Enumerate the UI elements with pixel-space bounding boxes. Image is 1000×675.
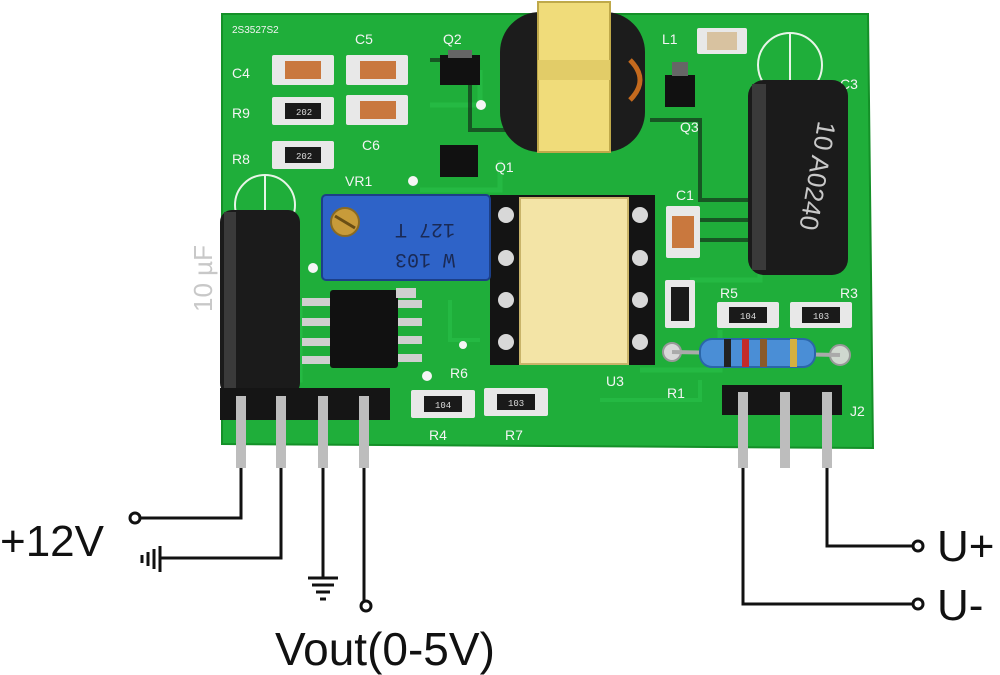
svg-text:103: 103 [508,399,524,409]
resistor-r1 [671,338,841,368]
smd-resistor-r5: 104 [717,302,779,328]
svg-text:202: 202 [296,152,312,162]
svg-text:104: 104 [740,312,756,322]
label-c5: C5 [355,31,373,47]
pin-header-j2 [722,385,842,468]
terminal-markers [128,511,925,613]
electrolytic-capacitor-left: 10 µF [188,210,300,395]
external-wiring [137,468,912,606]
smd-resistor-r3: 103 [790,302,852,328]
svg-text:103: 103 [813,312,829,322]
label-r7: R7 [505,427,523,443]
ground-icon [140,546,162,572]
transformer-u3 [490,195,655,365]
electrolytic-capacitor-right: 10 A0240 [748,80,848,275]
label-q3: Q3 [680,119,699,135]
label-c1: C1 [676,187,694,203]
smd-inductor-l1 [697,28,747,54]
label-j2: J2 [850,403,865,419]
ground-icon [308,570,338,601]
label-q1: Q1 [495,159,514,175]
label-r1: R1 [667,385,685,401]
label-vr1: VR1 [345,173,372,189]
label-q2: Q2 [443,31,462,47]
label-r5: R5 [720,285,738,301]
label-u-plus: U+ [937,522,994,571]
pot-text-line2: 127 T [395,217,455,240]
smd-resistor-r7: 103 [484,388,548,416]
label-plus-12v: +12V [0,517,105,566]
transistor-q3 [665,62,695,107]
svg-text:104: 104 [435,401,451,411]
label-r3: R3 [840,285,858,301]
label-u3: U3 [606,373,624,389]
board-part-number: 2S3527S2 [232,25,279,36]
smd-resistor-r9: 202 [272,97,334,125]
label-c6: C6 [362,137,380,153]
label-c4: C4 [232,65,250,81]
transformer-top [500,1,645,153]
transistor-q1 [440,145,478,177]
smd-capacitor-c5 [346,55,408,85]
label-r4: R4 [429,427,447,443]
label-r6: R6 [450,365,468,381]
label-vout: Vout(0-5V) [275,623,495,675]
pot-text-line1: W 103 [395,247,455,270]
smd-capacitor-c4 [272,55,334,85]
transistor-q2 [440,50,480,85]
pin-header-left [220,388,390,468]
label-l1: L1 [662,31,678,47]
label-u-minus: U- [937,581,983,630]
ic-chip [302,288,422,368]
label-r8: R8 [232,151,250,167]
cap-left-text: 10 µF [188,245,218,312]
potentiometer-vr1: W 103 127 T [321,194,491,281]
smd-resistor-r4: 104 [411,390,475,418]
svg-text:202: 202 [296,108,312,118]
label-r9: R9 [232,105,250,121]
smd-capacitor-c6 [346,95,408,125]
smd-resistor-small [665,280,695,328]
smd-capacitor-c1 [666,206,700,258]
smd-resistor-r8: 202 [272,141,334,169]
